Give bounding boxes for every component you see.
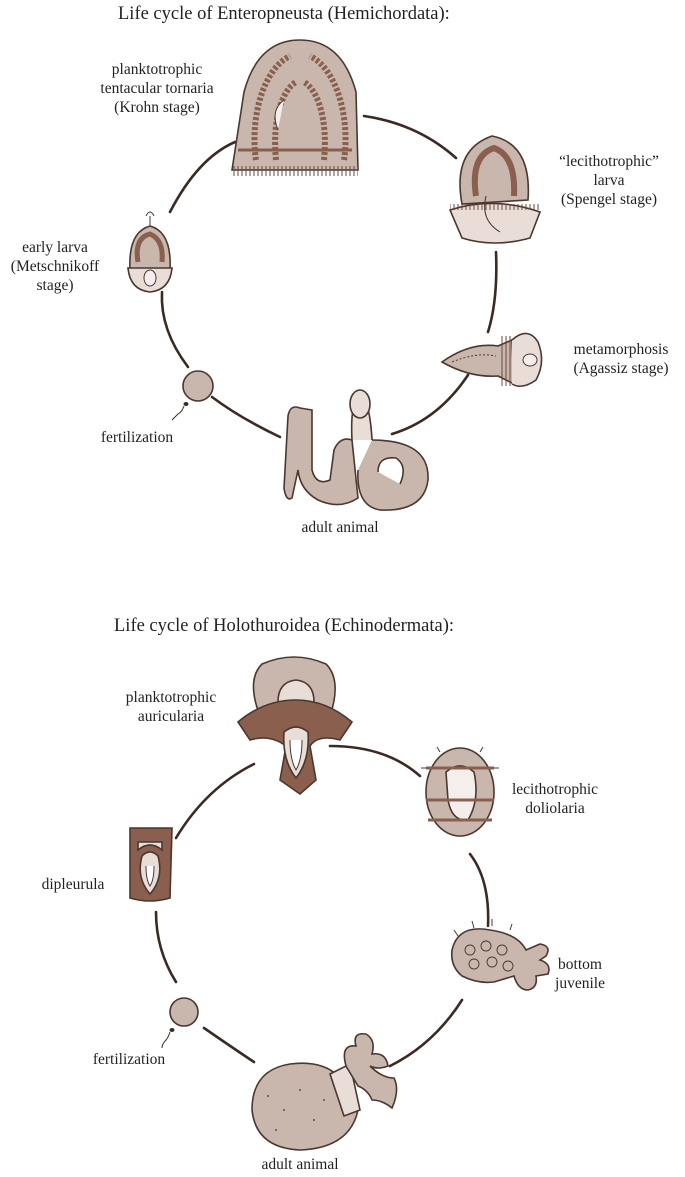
label-doliolaria: lecithotrophic doliolaria bbox=[490, 780, 620, 818]
label-agassiz: metamorphosis (Agassiz stage) bbox=[556, 340, 685, 378]
label-fertilization-top: fertilization bbox=[72, 428, 202, 447]
acorn-worm-icon bbox=[283, 389, 429, 511]
bottom-cycle-title: Life cycle of Holothuroidea (Echinoderma… bbox=[114, 616, 455, 636]
egg-sperm-icon-bottom bbox=[161, 997, 199, 1049]
label-juvenile-line-2: juvenile bbox=[555, 975, 605, 992]
label-juvenile: bottom juvenile bbox=[530, 955, 630, 993]
label-agassiz-line-1: metamorphosis bbox=[573, 341, 669, 358]
label-adult-bottom-line-1: adult animal bbox=[261, 1156, 339, 1173]
label-auricularia: planktotrophic auricularia bbox=[106, 688, 236, 726]
label-adult-bottom: adult animal bbox=[235, 1155, 365, 1174]
label-doliolaria-line-1: lecithotrophic bbox=[511, 781, 599, 798]
egg-sperm-icon-top bbox=[171, 370, 214, 421]
label-adult-top-line-1: adult animal bbox=[301, 519, 379, 536]
sea-cucumber-icon bbox=[251, 1032, 398, 1151]
juvenile-holothurian-icon bbox=[450, 919, 550, 991]
label-spengel-line-3: (Spengel stage) bbox=[561, 191, 657, 208]
dipleurula-larva-icon bbox=[129, 827, 173, 902]
label-spengel-line-1: “lecithotrophic” bbox=[559, 153, 659, 170]
label-metschnikoff: early larva (Metschnikoff stage) bbox=[0, 238, 110, 295]
label-spengel: “lecithotrophic” larva (Spengel stage) bbox=[544, 152, 674, 209]
label-agassiz-line-2: (Agassiz stage) bbox=[573, 360, 669, 377]
label-tornaria-line-1: planktotrophic bbox=[111, 61, 203, 78]
label-fertilization-bottom: fertilization bbox=[64, 1050, 194, 1069]
agassiz-larva-icon bbox=[440, 332, 543, 388]
top-cycle-title: Life cycle of Enteropneusta (Hemichordat… bbox=[118, 4, 450, 24]
label-fertilization-top-line-1: fertilization bbox=[100, 429, 174, 446]
bottom-cycle-ring bbox=[154, 744, 490, 1068]
label-adult-top: adult animal bbox=[275, 518, 405, 537]
label-dipleurula: dipleurula bbox=[18, 875, 128, 894]
early-larva-icon bbox=[127, 211, 173, 293]
label-auricularia-line-2: auricularia bbox=[137, 708, 205, 725]
label-doliolaria-line-2: doliolaria bbox=[525, 800, 585, 817]
label-metschnikoff-line-1: early larva bbox=[22, 239, 88, 256]
label-juvenile-line-1: bottom bbox=[558, 956, 602, 973]
auricularia-larva-icon bbox=[236, 656, 354, 796]
label-tornaria-line-3: (Krohn stage) bbox=[114, 99, 200, 116]
label-metschnikoff-line-2: (Metschnikoff bbox=[10, 258, 100, 275]
tornaria-larva-icon bbox=[231, 39, 359, 176]
label-dipleurula-line-1: dipleurula bbox=[41, 876, 105, 893]
label-tornaria-line-2: tentacular tornaria bbox=[100, 80, 214, 97]
doliolaria-larva-icon bbox=[421, 746, 499, 837]
label-fertilization-bottom-line-1: fertilization bbox=[92, 1051, 166, 1068]
label-spengel-line-2: larva bbox=[593, 172, 625, 189]
spengel-larva-icon bbox=[448, 135, 542, 244]
label-tornaria: planktotrophic tentacular tornaria (Kroh… bbox=[92, 60, 222, 117]
label-metschnikoff-line-3: stage) bbox=[36, 277, 74, 294]
label-auricularia-line-1: planktotrophic bbox=[125, 689, 217, 706]
top-cycle-ring bbox=[160, 114, 498, 439]
